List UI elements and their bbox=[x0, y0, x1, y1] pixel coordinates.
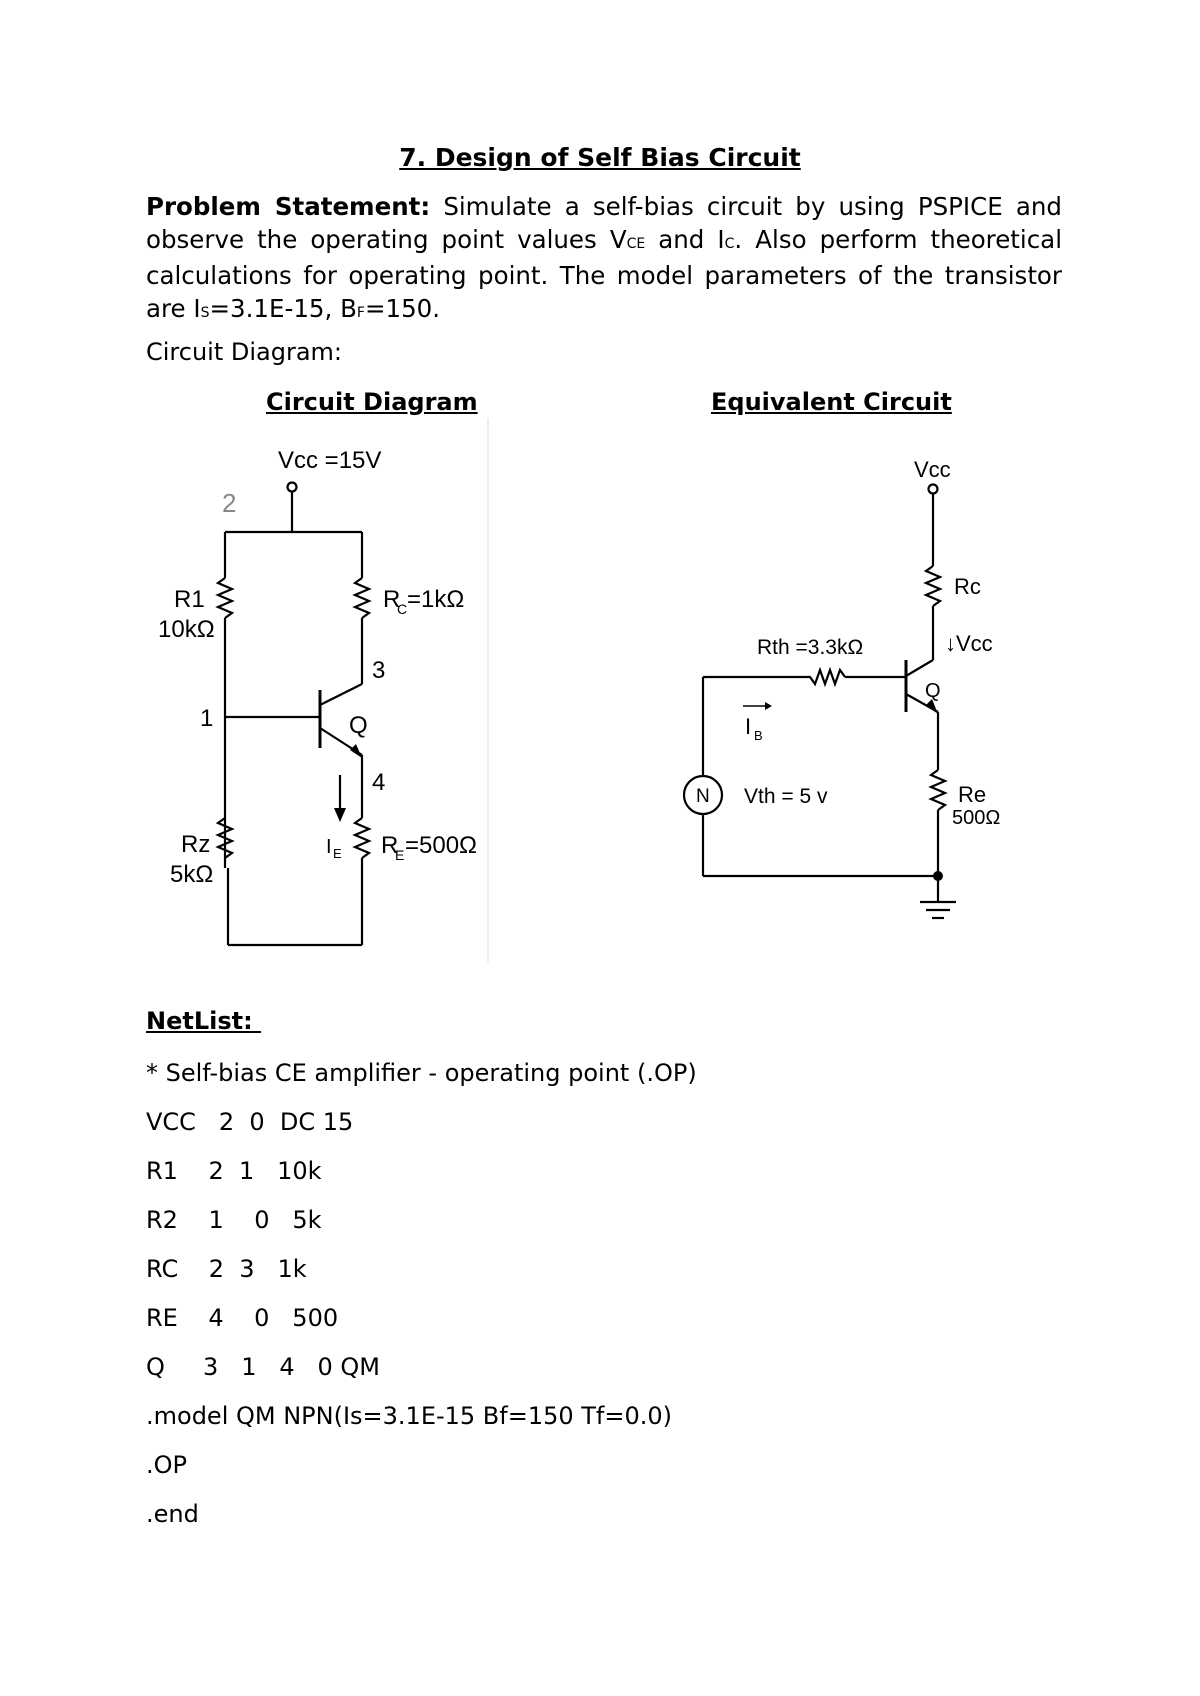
node-3-label: 3 bbox=[372, 657, 385, 684]
re-value: =500Ω bbox=[405, 832, 477, 859]
ib-subscript: B bbox=[754, 728, 763, 743]
rc-subscript: C bbox=[397, 601, 407, 617]
vcc-label: Vcc =15V bbox=[278, 447, 381, 474]
netlist-line: RC 2 3 1k bbox=[146, 1255, 307, 1283]
problem-statement: Problem Statement: Simulate a self-bias … bbox=[146, 191, 1062, 329]
netlist-line: R1 2 1 10k bbox=[146, 1157, 322, 1185]
problem-line-1: Simulate a self-bias circuit by using PS… bbox=[443, 192, 1062, 221]
eq-vcc-arrow-label: ↓Vcc bbox=[945, 631, 993, 656]
netlist-line: .OP bbox=[146, 1451, 187, 1479]
ie-subscript: E bbox=[333, 846, 342, 861]
netlist-line: Q 3 1 4 0 QM bbox=[146, 1353, 380, 1381]
problem-line-2b: and I bbox=[645, 224, 725, 254]
r1-resistor bbox=[215, 577, 235, 619]
emitter-arrowhead bbox=[350, 744, 362, 758]
vcc-terminal bbox=[286, 481, 298, 493]
ic-subscript: C bbox=[724, 235, 735, 252]
vce-subscript: CE bbox=[626, 235, 646, 252]
netlist-line: .end bbox=[146, 1500, 199, 1528]
ie-label: I bbox=[326, 836, 332, 858]
self-bias-circuit bbox=[215, 418, 489, 962]
problem-line-2a: observe the operating point values V bbox=[146, 224, 627, 254]
netlist-line: * Self-bias CE amplifier - operating poi… bbox=[146, 1059, 697, 1087]
eq-collector-lead bbox=[905, 659, 934, 677]
rc-value: =1kΩ bbox=[407, 586, 464, 613]
collector-lead bbox=[319, 683, 363, 706]
problem-line-4c: =150. bbox=[364, 293, 441, 323]
eq-re-label: Re bbox=[958, 782, 986, 807]
eq-rth-label: Rth =3.3kΩ bbox=[757, 636, 863, 659]
netlist-line: .model QM NPN(Is=3.1E-15 Bf=150 Tf=0.0) bbox=[146, 1402, 673, 1430]
eq-vcc-label: Vcc bbox=[914, 457, 951, 482]
r2-resistor bbox=[215, 817, 235, 859]
node-4-label: 4 bbox=[372, 769, 385, 796]
netlist-line: R2 1 0 5k bbox=[146, 1206, 322, 1234]
circuit-diagram-label: Circuit Diagram: bbox=[146, 338, 343, 366]
problem-line-4b: =3.1E-15, B bbox=[209, 293, 357, 323]
netlist-title: NetList: bbox=[146, 1007, 262, 1035]
problem-line-4a: are I bbox=[146, 293, 201, 323]
eq-rc-label: Rc bbox=[954, 574, 981, 599]
re-resistor bbox=[352, 817, 372, 859]
circuit-diagrams: Vcc =15V 2 R1 10kΩ R C =1kΩ 3 1 Q 4 Rz 5… bbox=[158, 418, 1000, 962]
eq-re-value: 500Ω bbox=[952, 807, 1000, 829]
problem-line-2c: . Also perform theoretical bbox=[734, 224, 1062, 254]
problem-line-3: calculations for operating point. The mo… bbox=[146, 261, 1062, 290]
transistor-q-label: Q bbox=[349, 712, 368, 739]
r1-label: R1 bbox=[174, 586, 205, 613]
eq-source-symbol: N bbox=[696, 786, 710, 807]
eq-re-resistor bbox=[928, 769, 948, 811]
eq-rth-resistor bbox=[800, 666, 846, 688]
rc-label: R bbox=[383, 586, 400, 613]
rc-resistor bbox=[352, 577, 372, 619]
r2-label: Rz bbox=[181, 831, 210, 858]
ie-arrowhead bbox=[334, 808, 346, 822]
r2-value: 5kΩ bbox=[170, 861, 213, 888]
node-1-label: 1 bbox=[200, 705, 213, 732]
ib-arrowhead bbox=[765, 702, 772, 710]
eq-ground-node bbox=[933, 871, 943, 881]
eq-vcc-terminal bbox=[927, 483, 939, 495]
node-2-label: 2 bbox=[222, 488, 236, 518]
left-diagram-heading: Circuit Diagram bbox=[266, 388, 478, 416]
re-subscript: E bbox=[395, 847, 404, 863]
bf-subscript: F bbox=[356, 304, 365, 321]
eq-rc-resistor bbox=[923, 565, 943, 607]
eq-q-label: Q bbox=[925, 680, 941, 702]
problem-label: Problem Statement: bbox=[146, 192, 431, 221]
eq-vth-label: Vth = 5 v bbox=[744, 785, 828, 808]
page-title: 7. Design of Self Bias Circuit bbox=[399, 143, 801, 172]
equivalent-circuit bbox=[682, 483, 956, 920]
ib-label: I bbox=[745, 714, 751, 739]
r1-value: 10kΩ bbox=[158, 616, 215, 643]
netlist-line: RE 4 0 500 bbox=[146, 1304, 339, 1332]
right-diagram-heading: Equivalent Circuit bbox=[711, 388, 952, 416]
netlist-line: VCC 2 0 DC 15 bbox=[146, 1108, 354, 1136]
re-label: R bbox=[381, 832, 398, 859]
eq-emitter-arrowhead bbox=[926, 699, 938, 714]
is-subscript: S bbox=[200, 304, 210, 321]
